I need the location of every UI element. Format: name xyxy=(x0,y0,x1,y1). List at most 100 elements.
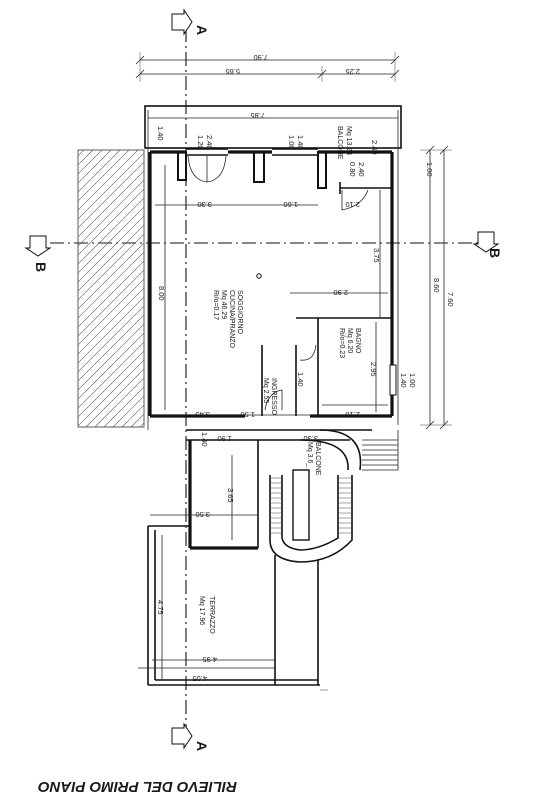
dim-label: 7.90 xyxy=(253,53,268,62)
room-area: Mq 2.55 xyxy=(262,378,269,403)
hatch-line xyxy=(78,150,139,211)
dim-label: 3.30 xyxy=(303,434,318,443)
plan-dim-labels: 1.20 2.40 1.00 1.40 0.80 2.40 1.00 3.30 … xyxy=(157,135,455,419)
room-label: TERRAZZO xyxy=(208,596,215,634)
hatch-line xyxy=(85,368,144,427)
hatch-line xyxy=(78,359,144,427)
section-marker-b-right: B xyxy=(472,231,503,258)
dim-label: 8.00 xyxy=(157,286,166,301)
dim-label: 1.00 xyxy=(425,162,434,177)
light-point-marker xyxy=(256,273,262,279)
hatch-line xyxy=(103,386,144,427)
hatch-line xyxy=(78,296,144,364)
hatch-line xyxy=(78,150,85,157)
dim-label: 3.65 xyxy=(226,488,235,503)
hatch-line xyxy=(78,278,144,346)
room-area: Mq 17.96 xyxy=(198,596,205,625)
hatch-line xyxy=(94,377,144,427)
dim-label: 1.00 xyxy=(287,135,296,150)
dim-label: 0.80 xyxy=(348,162,357,177)
dim-label: 1.60 xyxy=(283,200,298,209)
hatch-line xyxy=(0,147,78,427)
dim-label: 2.10 xyxy=(345,410,360,419)
dim-label: 2.40 xyxy=(357,162,366,177)
dim-label: 1.40 xyxy=(296,372,305,387)
dim-label: 2.40 xyxy=(370,140,379,155)
lower-walls xyxy=(147,429,399,686)
dim-label: 4.05 xyxy=(192,674,207,683)
hatch-line xyxy=(78,161,144,229)
room-ratio: Ri/o=0.23 xyxy=(338,328,345,358)
hatch-line xyxy=(78,242,144,310)
section-marker-a-top: A xyxy=(171,8,210,36)
room-label: INGRESSO xyxy=(270,378,277,416)
hatch-line xyxy=(78,150,121,193)
hatch-line xyxy=(78,224,144,292)
room-terrazzo: TERRAZZO Mq 17.96 xyxy=(198,596,215,634)
dim-label: 7.60 xyxy=(446,292,455,307)
dim-label: 3.30 xyxy=(197,200,212,209)
dim-label: 1.40 xyxy=(399,373,408,388)
hatch-line xyxy=(149,147,429,427)
dim-label: 8.60 xyxy=(432,278,441,293)
section-label-a-bottom: A xyxy=(194,741,210,751)
room-label: BAGNO xyxy=(354,328,361,354)
room-label: CUCINA/PRANZO xyxy=(228,290,235,349)
room-soggiorno: SOGGIORNO CUCINA/PRANZO Mq 46.29 Ri/o=0.… xyxy=(212,290,243,349)
dim-label: 7.85 xyxy=(250,111,265,120)
room-balcone-top: BALCONE Mq 13.24 xyxy=(336,126,352,160)
hatch-line xyxy=(78,215,144,283)
dim-label: 1.40 xyxy=(156,126,165,141)
hatched-neighbour-area xyxy=(0,147,429,428)
hatch-line xyxy=(78,179,144,247)
hatch-line xyxy=(78,233,144,301)
door-swings xyxy=(187,155,369,411)
room-label: SOGGIORNO xyxy=(236,290,243,335)
room-area: Mq 6.20 xyxy=(346,328,353,353)
hatch-line xyxy=(78,251,144,319)
dim-label: 2.95 xyxy=(369,362,378,377)
room-bagno: BAGNO Mq 6.20 Ri/o=0.23 xyxy=(338,328,361,358)
room-area: Mq 3.6_ xyxy=(306,442,313,467)
dim-label: 2.90 xyxy=(333,288,348,297)
hatch-line xyxy=(78,350,144,418)
hatch-line xyxy=(78,150,103,175)
hatch-line xyxy=(112,395,144,427)
room-area: Mq 46.29 xyxy=(220,290,227,319)
dim-label: 2.40 xyxy=(205,135,214,150)
top-balcony: 7.85 1.40 BALCONE Mq 13.24 2.40 xyxy=(144,105,402,430)
hatch-line xyxy=(78,323,144,391)
lower-dims: 3.65 3.50 4.75 4.95 4.05 1.40 1.90 3.30 xyxy=(138,432,318,683)
hatch-line xyxy=(78,206,144,274)
room-balcone-stair: BALCONE Mq 3.6_ xyxy=(306,442,321,476)
dim-label: 1.40 xyxy=(200,432,209,447)
dim-label: 1.50 xyxy=(240,410,255,419)
interior-dimensions xyxy=(153,145,452,430)
hatch-line xyxy=(78,152,144,220)
dim-label: 3.75 xyxy=(372,248,381,263)
hatch-line xyxy=(78,341,144,409)
top-dimension-chain: 7.90 5.65 2.25 xyxy=(135,52,400,82)
dim-label: 3.50 xyxy=(195,510,210,519)
hatch-line xyxy=(78,287,144,355)
hatch-line xyxy=(78,188,144,256)
drawing-title: RILIEVO DEL PRIMO PIANO xyxy=(38,778,237,795)
room-label: BALCONE xyxy=(314,442,321,476)
dim-label: 1.90 xyxy=(217,434,232,443)
room-ingresso: INGRESSO Mq 2.55 xyxy=(262,378,277,416)
dim-label: 4.75 xyxy=(156,600,165,615)
dim-label: 4.95 xyxy=(202,655,217,664)
hatch-line xyxy=(78,150,130,202)
dim-label: 3.45 xyxy=(195,410,210,419)
dim-label: 1.00 xyxy=(408,373,417,388)
room-label: BALCONE xyxy=(336,126,343,160)
section-label-a-top: A xyxy=(194,25,210,35)
dim-label: 1.40 xyxy=(296,135,305,150)
hatch-line xyxy=(78,170,144,238)
hatch-line xyxy=(78,150,112,184)
hatch-line xyxy=(78,269,144,337)
dim-label: 5.65 xyxy=(225,67,240,76)
hatch-line xyxy=(78,260,144,328)
hatch-line xyxy=(139,422,144,427)
